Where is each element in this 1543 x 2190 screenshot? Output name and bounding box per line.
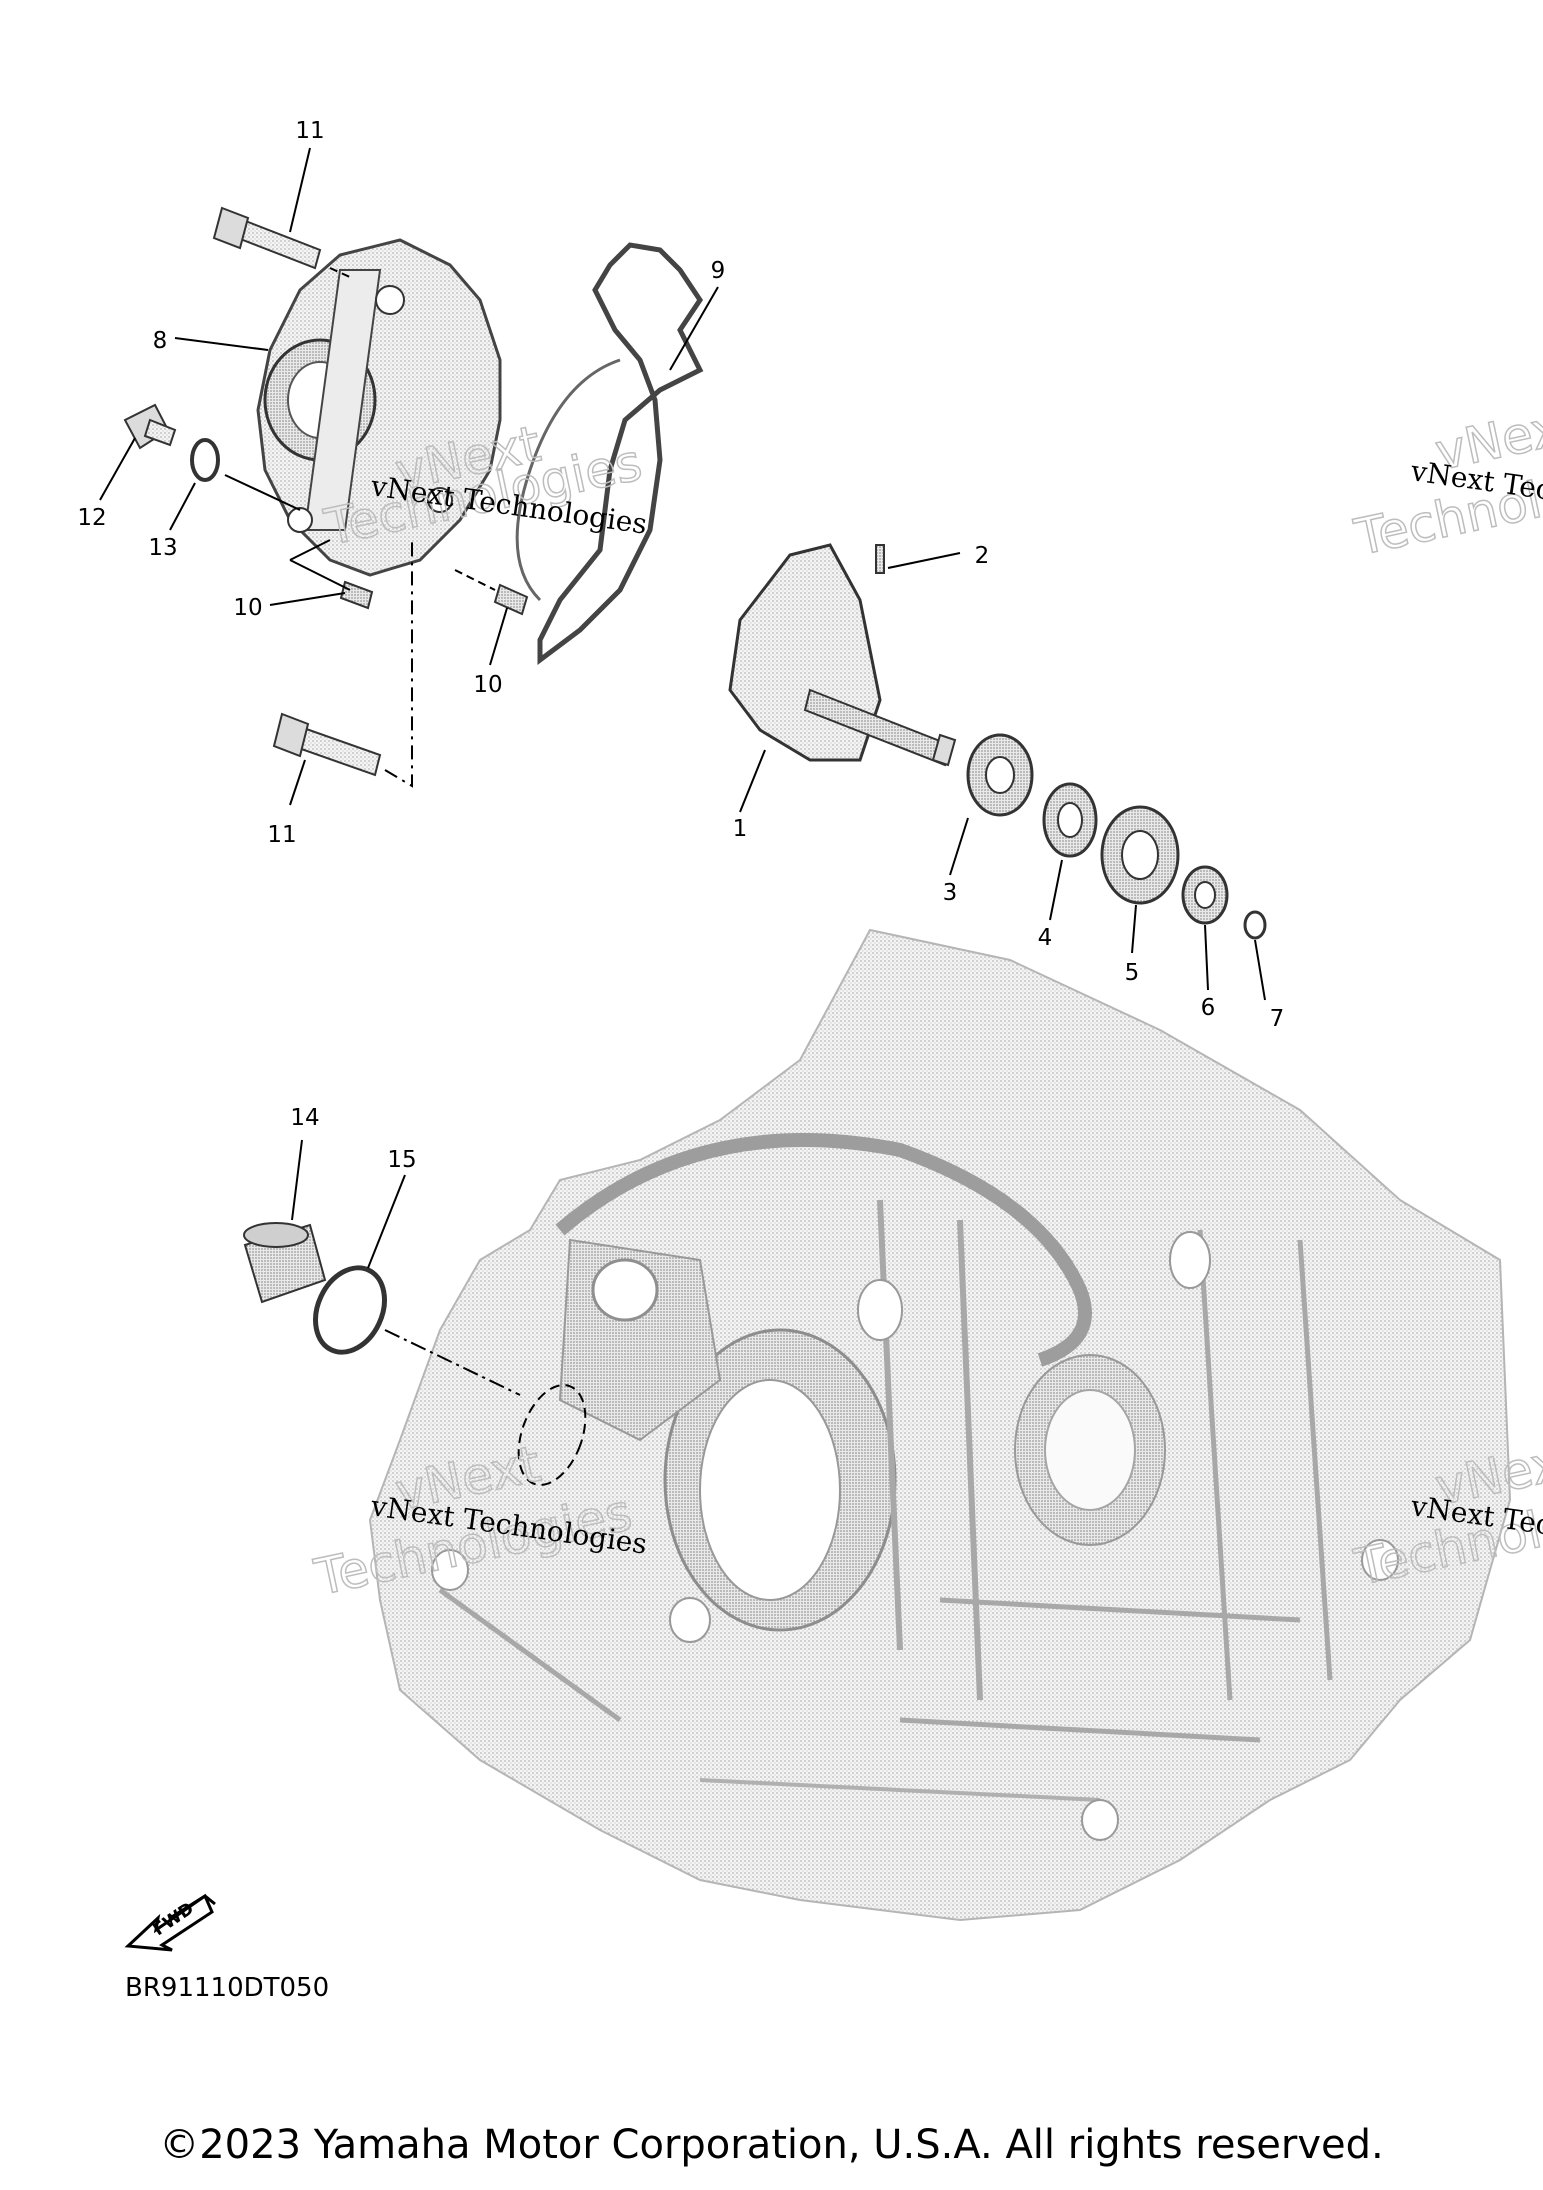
washer-13 xyxy=(190,438,220,482)
callout-11-lower: 11 xyxy=(267,822,296,848)
gasket-9 xyxy=(537,242,704,665)
callout-13: 13 xyxy=(148,535,177,561)
callout-9: 9 xyxy=(711,258,726,284)
callout-15: 15 xyxy=(387,1147,416,1173)
o-ring-15-leader xyxy=(384,1329,521,1396)
callout-7: 7 xyxy=(1270,1006,1285,1032)
callout-4: 4 xyxy=(1038,925,1053,951)
bearing-5 xyxy=(1100,805,1180,905)
bolt-12 xyxy=(123,403,177,450)
callout-1: 1 xyxy=(733,816,748,842)
water-pump-housing xyxy=(256,238,502,577)
callout-6: 6 xyxy=(1201,995,1216,1021)
bolt-11-upper xyxy=(212,206,353,279)
fwd-arrow-icon: FWD xyxy=(124,1893,216,1952)
callout-8: 8 xyxy=(153,328,168,354)
callout-12: 12 xyxy=(77,505,106,531)
callout-5: 5 xyxy=(1125,960,1140,986)
collar-14 xyxy=(243,1222,327,1304)
dowel-pin-10-right xyxy=(454,569,529,616)
impeller-shaft-1 xyxy=(728,543,957,767)
circlip-7 xyxy=(1243,910,1267,940)
diagram-code: BR91110DT050 xyxy=(125,1973,329,2003)
o-ring-15 xyxy=(313,1265,387,1355)
callout-10-left: 10 xyxy=(233,595,262,621)
callout-11-upper: 11 xyxy=(295,118,324,144)
callout-2: 2 xyxy=(975,543,990,569)
bolt-11-lower xyxy=(272,540,413,788)
watermark-top-right: vNext Technologies vNext Technologies xyxy=(1349,394,1543,568)
callout-3: 3 xyxy=(943,880,958,906)
washer-6 xyxy=(1181,865,1229,925)
leader-lines xyxy=(99,147,1266,1269)
crankcase-illustration xyxy=(368,928,1512,1922)
copyright-notice: ©2023 Yamaha Motor Corporation, U.S.A. A… xyxy=(159,2122,1384,2168)
callout-14: 14 xyxy=(290,1105,319,1131)
callout-10-right: 10 xyxy=(473,672,502,698)
oil-seal-3 xyxy=(966,733,1034,817)
seal-4 xyxy=(1042,782,1098,858)
leader-13-line xyxy=(224,474,301,511)
pin-2 xyxy=(875,544,885,574)
